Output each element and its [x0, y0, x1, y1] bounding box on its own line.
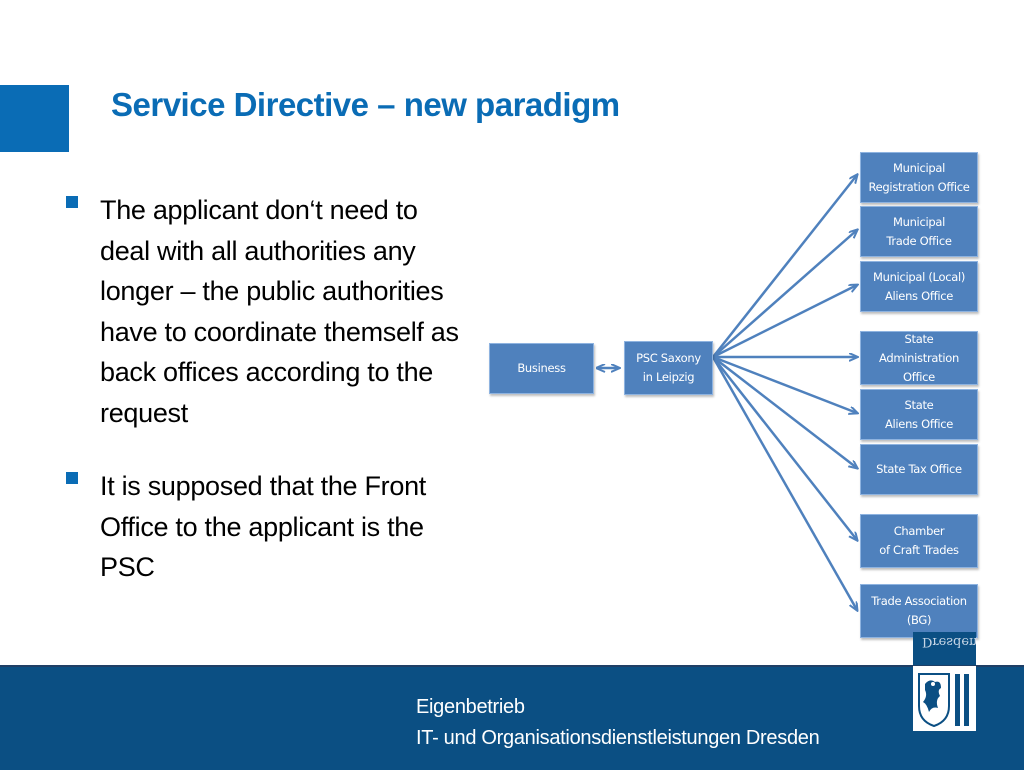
bullet-item: The applicant don‘t need to deal with al…	[62, 190, 462, 433]
authority-box: Chamber of Craft Trades	[860, 514, 978, 568]
authority-box: State Tax Office	[860, 444, 978, 495]
psc-to-authority-arrow	[712, 355, 857, 413]
psc-hub-box: PSC Saxony in Leipzig	[624, 341, 713, 395]
dresden-crest-logo	[913, 666, 976, 731]
diagram-arrows	[485, 145, 985, 645]
square-bullet-icon	[66, 196, 78, 208]
square-bullet-icon	[66, 472, 78, 484]
psc-to-authority-arrow	[712, 356, 857, 540]
business-box: Business	[489, 343, 594, 394]
bullet-item: It is supposed that the Front Office to …	[62, 466, 462, 588]
authority-box: State Administration Office	[860, 331, 978, 385]
bullet-text: The applicant don‘t need to deal with al…	[100, 195, 459, 428]
psc-to-authority-arrow	[712, 285, 857, 359]
footer-bar	[0, 665, 1024, 770]
authority-box: Municipal Registration Office	[860, 152, 978, 203]
title-accent-square	[0, 85, 69, 152]
footer-org-name: IT- und Organisationsdienstleistungen Dr…	[416, 727, 820, 749]
psc-to-authority-arrow	[712, 175, 857, 358]
city-wordmark-tab: Dresden	[913, 632, 978, 666]
bullet-list: The applicant don‘t need to deal with al…	[62, 190, 462, 588]
slide-title: Service Directive – new paradigm	[111, 86, 620, 123]
footer-org-type: Eigenbetrieb	[416, 696, 525, 718]
city-wordmark: Dresden	[922, 634, 978, 649]
authority-box: Municipal Trade Office	[860, 206, 978, 257]
authority-box: Municipal (Local) Aliens Office	[860, 261, 978, 312]
bullet-text: It is supposed that the Front Office to …	[100, 471, 426, 582]
psc-to-authority-arrow	[711, 356, 857, 610]
authority-box: Trade Association (BG)	[860, 584, 978, 638]
authority-box: State Aliens Office	[860, 389, 978, 440]
psc-to-authority-arrow	[712, 230, 857, 358]
psc-to-authority-arrow	[712, 356, 857, 468]
lion-crest-icon	[918, 673, 969, 728]
